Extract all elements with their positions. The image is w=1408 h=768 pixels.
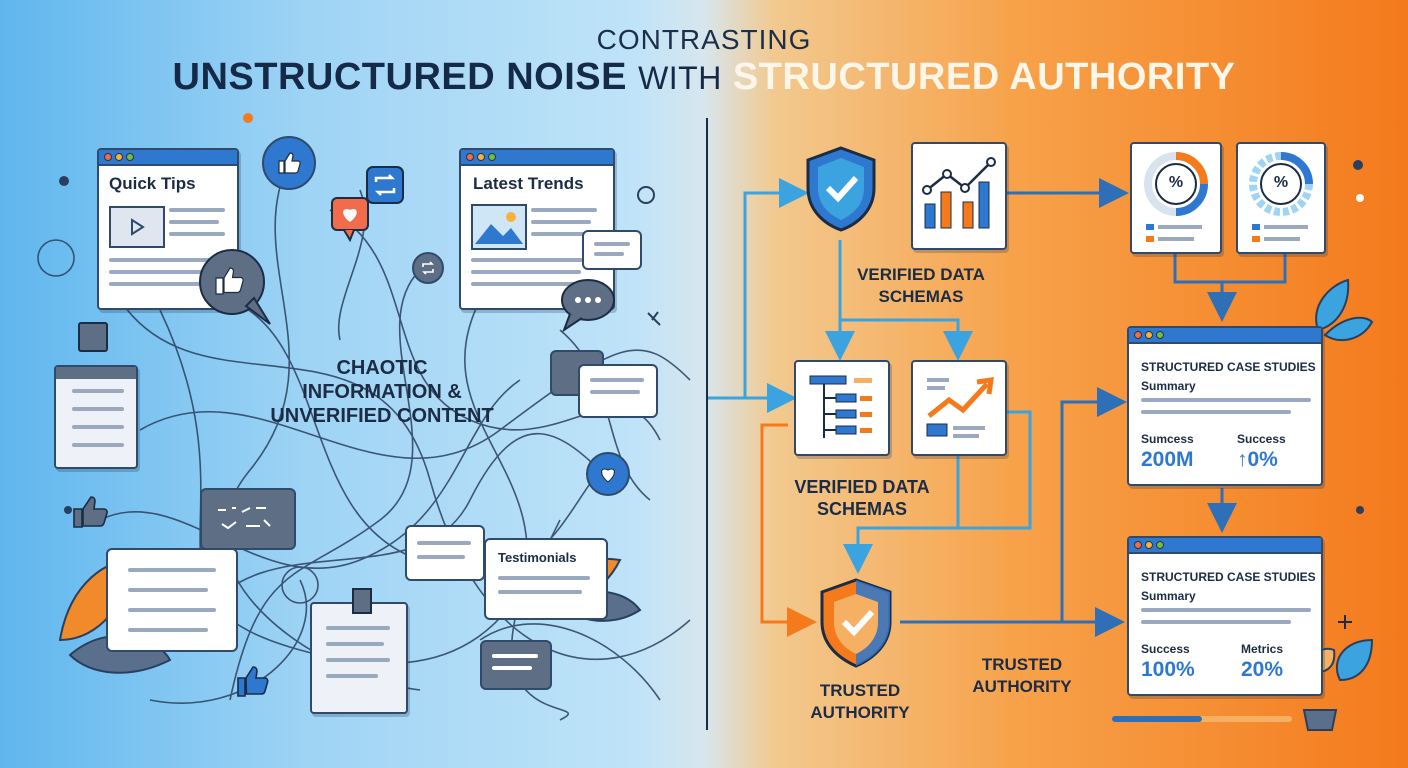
window-titlebar (99, 150, 237, 166)
text-line (169, 232, 225, 236)
verified-label-line-2: SCHEMAS (878, 287, 964, 306)
chaos-label-line-2: INFORMATION & (302, 381, 462, 403)
chaos-label-line-3: UNVERIFIED CONTENT (270, 405, 494, 427)
metric-value: 100% (1141, 658, 1195, 681)
trusted-authority-label-shield: TRUSTED AUTHORITY (790, 680, 930, 724)
bar-chart-card (911, 142, 1007, 250)
metric-value: ↑0% (1237, 448, 1278, 471)
quick-tips-window: Quick Tips (97, 148, 239, 310)
text-line (471, 258, 597, 262)
trusted-mid-line-2: AUTHORITY (972, 677, 1072, 696)
page-title: UNSTRUCTURED NOISE WITH STRUCTURED AUTHO… (0, 56, 1408, 99)
list-document (54, 365, 138, 469)
thumbs-up-blue-icon (236, 664, 270, 698)
repost-small-icon (412, 252, 444, 284)
case-study-subtitle: Summary (1141, 589, 1196, 603)
metric-value: 200M (1141, 448, 1194, 471)
trusted-shield-line-2: AUTHORITY (810, 703, 910, 722)
metric-label: Metrics (1241, 642, 1284, 656)
title-part-structured: STRUCTURED AUTHORITY (732, 56, 1236, 98)
metric-label: Sumcess (1141, 432, 1194, 446)
schema-tree-card (794, 360, 890, 456)
message-bubble (405, 525, 485, 581)
message-bubble (582, 230, 642, 270)
clipboard-document (310, 588, 408, 714)
text-line (169, 208, 225, 212)
verified-schemas-label-mid: VERIFIED DATA SCHEMAS (772, 476, 952, 520)
image-icon (471, 204, 527, 250)
testimonials-card: Testimonials (484, 538, 608, 620)
thumbs-up-icon (262, 136, 316, 190)
trusted-shield-line-1: TRUSTED (819, 681, 901, 700)
latest-trends-title: Latest Trends (473, 174, 584, 193)
text-line (471, 270, 581, 274)
case-study-window-2: STRUCTURED CASE STUDIES Summary Success … (1127, 536, 1323, 696)
text-line (109, 282, 219, 286)
metric-label: Success (1237, 432, 1286, 446)
like-speech-bubble-icon (196, 246, 272, 325)
scribble-bubble (200, 488, 296, 550)
percent-symbol: % (1273, 174, 1289, 191)
verified-schemas-label-top: VERIFIED DATA SCHEMAS (836, 264, 1006, 308)
case-study-subtitle: Summary (1141, 379, 1196, 393)
text-line (531, 232, 597, 236)
verified-mid-line-1: VERIFIED DATA (794, 477, 930, 497)
title-part-with: WITH (638, 60, 722, 96)
window-titlebar (461, 150, 613, 166)
window-titlebar (1129, 538, 1321, 554)
sticky-note-icon (78, 322, 108, 352)
chaos-label: CHAOTIC INFORMATION & UNVERIFIED CONTENT (262, 356, 502, 428)
case-study-title: STRUCTURED CASE STUDIES (1141, 570, 1316, 584)
message-bubble-dark (480, 640, 552, 690)
verified-shield-icon (802, 144, 880, 234)
title-kicker: CONTRASTING (596, 24, 812, 55)
case-study-title: STRUCTURED CASE STUDIES (1141, 360, 1316, 374)
trend-chart-card (911, 360, 1007, 456)
metric-label: Success (1141, 642, 1190, 656)
testimonials-title: Testimonials (498, 550, 577, 565)
window-titlebar (1129, 328, 1321, 344)
percent-gauge-card-2: % (1236, 142, 1326, 254)
case-study-window-1: STRUCTURED CASE STUDIES Summary Sumcess … (1127, 326, 1323, 486)
metric-value: 20% (1241, 658, 1284, 681)
latest-trends-window: Latest Trends (459, 148, 615, 310)
video-play-icon (109, 206, 165, 248)
verified-label-line-1: VERIFIED DATA (857, 265, 985, 284)
typing-bubble-icon (560, 278, 616, 333)
heart-bubble-icon (330, 196, 370, 243)
heart-icon (586, 452, 630, 496)
quick-tips-title: Quick Tips (109, 174, 196, 193)
message-bubble (578, 364, 658, 418)
repost-icon (365, 165, 405, 205)
trusted-mid-line-1: TRUSTED (981, 655, 1063, 674)
trusted-shield-icon (816, 576, 896, 670)
text-line (471, 282, 597, 286)
text-line (531, 220, 591, 224)
chaos-label-line-1: CHAOTIC (336, 357, 428, 379)
text-line (169, 220, 219, 224)
trusted-authority-label-mid: TRUSTED AUTHORITY (952, 654, 1092, 698)
percent-symbol: % (1168, 174, 1184, 191)
text-line (109, 258, 219, 262)
text-line (531, 208, 597, 212)
thumbs-up-small-icon (72, 495, 110, 529)
text-line (109, 270, 209, 274)
list-bubble (106, 548, 238, 652)
title-part-unstructured: UNSTRUCTURED NOISE (172, 56, 627, 98)
percent-gauge-card-1: % (1130, 142, 1222, 254)
verified-mid-line-2: SCHEMAS (816, 499, 907, 519)
